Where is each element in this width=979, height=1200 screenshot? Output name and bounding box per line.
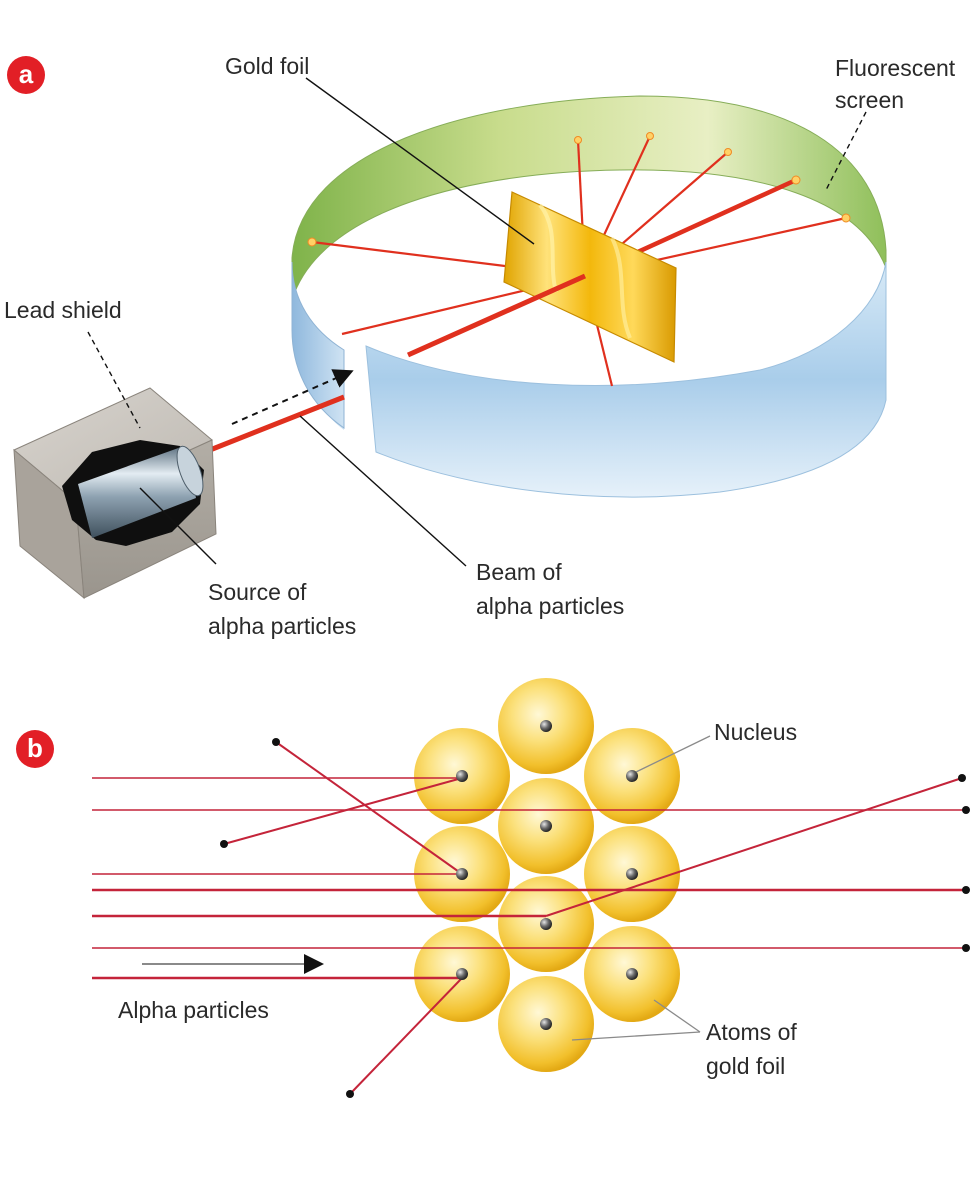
label-beam-line2: alpha particles	[476, 593, 625, 619]
label-nucleus: Nucleus	[714, 719, 798, 745]
track-end-dots	[220, 738, 970, 1098]
panel-a-badge: a	[7, 56, 45, 94]
label-source-line2: alpha particles	[208, 613, 357, 639]
gold-atoms	[414, 678, 680, 1072]
gold-foil-sheet	[503, 191, 677, 363]
fluorescent-screen	[291, 95, 887, 498]
nucleus-dot	[456, 868, 468, 880]
alpha-beam	[209, 273, 587, 453]
label-alpha-particles: Alpha particles	[118, 997, 269, 1023]
screen-back-wall	[291, 95, 887, 301]
screen-front-left-panel	[291, 261, 345, 429]
nucleus-dot	[540, 720, 552, 732]
panel-b-badge: b	[16, 730, 54, 768]
nucleus-dot	[456, 770, 468, 782]
nucleus-dot	[540, 1018, 552, 1030]
alpha-tracks	[92, 741, 966, 1095]
leader-lines-a	[87, 77, 867, 567]
nucleus-dot	[626, 968, 638, 980]
label-fluorescent-line1: Fluorescent	[835, 55, 956, 81]
nucleus-dot	[626, 868, 638, 880]
label-fluorescent-line2: screen	[835, 87, 905, 113]
nuclei	[456, 720, 638, 1030]
label-beam-line1: Beam of	[476, 559, 562, 585]
screen-flashes	[307, 132, 851, 247]
nucleus-dot	[540, 918, 552, 930]
nucleus-dot	[540, 820, 552, 832]
label-gold-foil: Gold foil	[225, 53, 310, 79]
screen-front-main	[365, 261, 887, 498]
nucleus-dot	[626, 770, 638, 782]
nucleus-dot	[456, 968, 468, 980]
lead-shield-box	[13, 387, 217, 600]
label-lead-shield: Lead shield	[4, 297, 122, 323]
label-source-line1: Source of	[208, 579, 307, 605]
leader-lines-b	[571, 735, 711, 1041]
label-atoms-line2: gold foil	[706, 1053, 786, 1079]
label-atoms-line1: Atoms of	[706, 1019, 797, 1045]
